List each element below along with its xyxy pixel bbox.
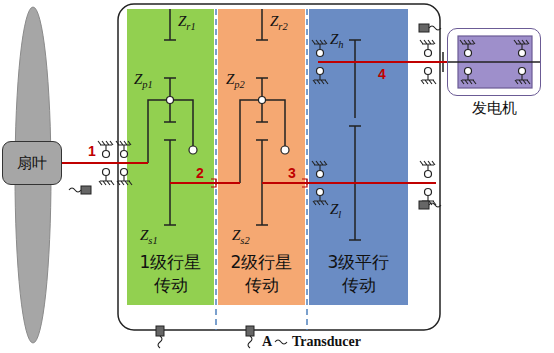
gear-drawing	[420, 40, 435, 57]
gear-drawing	[460, 40, 475, 57]
gear-drawing	[156, 326, 164, 348]
gear-drawing	[514, 40, 529, 57]
gear-drawing	[259, 97, 266, 104]
gear-label: Zs1	[140, 226, 158, 250]
gear-drawing	[419, 201, 441, 209]
callout-number: 4	[378, 66, 386, 82]
gear-label: Zp2	[226, 70, 245, 94]
gear-drawing	[189, 146, 197, 154]
node-text: 3级平行 传动	[321, 251, 397, 297]
gear-drawing	[148, 9, 193, 225]
gear-drawing	[421, 68, 436, 85]
callout-number: 2	[196, 165, 204, 181]
gear-drawing	[349, 40, 443, 240]
stage-panel: 3级平行 传动	[309, 9, 408, 305]
gear-drawing	[216, 9, 307, 330]
gear-drawing	[240, 9, 285, 225]
gear-drawing	[313, 189, 328, 206]
gear-label: Zs2	[232, 226, 250, 250]
stage-panel: 1级行星 传动	[127, 9, 214, 305]
gear-drawing	[98, 141, 113, 158]
gear-drawing	[127, 62, 436, 183]
gear-drawing	[281, 146, 289, 154]
gear-drawing	[275, 340, 287, 344]
shaft-line	[62, 162, 127, 164]
gear-label: Zp1	[134, 70, 153, 94]
gear-drawing	[419, 24, 441, 32]
gear-drawing	[99, 169, 114, 186]
gear-drawing	[167, 97, 174, 104]
gear-drawing	[309, 9, 408, 305]
gear-drawing	[312, 161, 327, 178]
shaft-line	[408, 61, 447, 63]
sensor-label: Transducer	[292, 334, 361, 350]
gear-drawing	[461, 68, 476, 85]
gear-drawing	[15, 7, 51, 343]
node-text: 扇叶	[17, 154, 47, 173]
gear-drawing	[118, 4, 440, 330]
gear-drawing	[69, 186, 91, 194]
gear-label: Zh	[330, 30, 344, 54]
generator-box: 发电机	[447, 28, 541, 96]
node-text: 2级行星 传动	[224, 251, 300, 297]
callout-number: 3	[288, 165, 296, 181]
hub-box: 扇叶	[2, 141, 62, 185]
gear-drawing	[116, 141, 131, 158]
gear-drawing	[312, 40, 327, 57]
gear-drawing	[313, 68, 328, 85]
gear-drawing	[211, 179, 307, 187]
node-text: 1级行星 传动	[133, 251, 209, 297]
callout-number: 1	[88, 143, 96, 159]
node-text: 发电机	[448, 99, 540, 118]
gear-drawing	[127, 9, 214, 305]
gear-drawing	[117, 169, 132, 186]
gear-drawing	[447, 61, 541, 63]
gear-label: Zl	[330, 200, 341, 224]
gear-drawing	[218, 9, 305, 305]
gear-drawing	[246, 326, 254, 348]
gear-label: Zr2	[270, 12, 288, 36]
stage-panel: 2级行星 传动	[218, 9, 305, 305]
gear-label: Zr1	[178, 12, 196, 36]
gear-drawing	[515, 68, 530, 85]
sensor-label: A	[262, 334, 272, 350]
gear-drawing	[420, 161, 435, 178]
